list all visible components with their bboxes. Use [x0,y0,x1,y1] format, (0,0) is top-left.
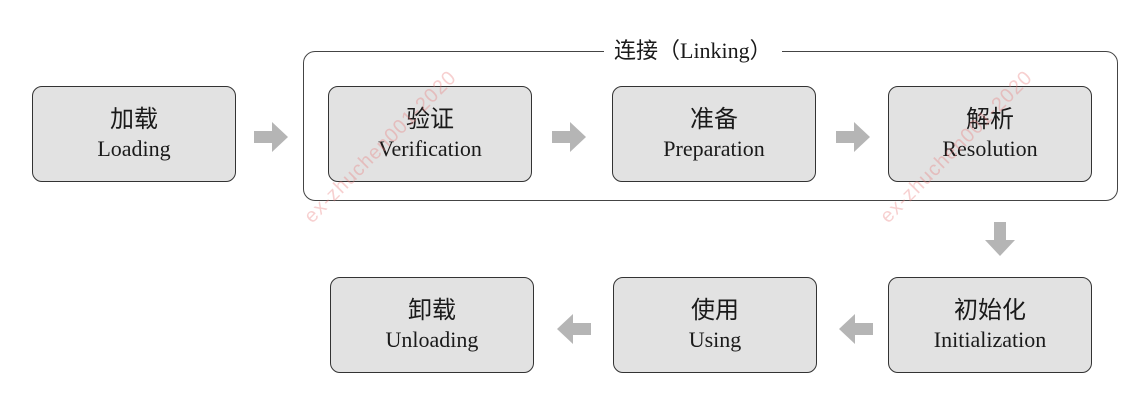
arrow-down-icon [985,222,1015,256]
stage-preparation-en: Preparation [663,136,765,161]
stage-unloading-zh: 卸载 [408,298,456,324]
linking-group-title: 连接（Linking） [604,36,782,66]
stage-resolution-en: Resolution [942,136,1038,161]
stage-using-zh: 使用 [691,298,739,324]
stage-preparation: 准备 Preparation [612,86,816,182]
stage-verification-en: Verification [378,136,482,161]
stage-resolution-zh: 解析 [966,107,1014,133]
stage-loading-zh: 加载 [110,107,158,133]
stage-verification-zh: 验证 [406,107,454,133]
arrow-left-icon [839,314,873,344]
stage-unloading: 卸载 Unloading [330,277,534,373]
stage-loading-en: Loading [97,136,171,161]
stage-unloading-en: Unloading [385,327,479,352]
stage-using-en: Using [688,327,742,352]
stage-preparation-zh: 准备 [690,107,738,133]
arrow-right-icon [254,122,288,152]
stage-resolution: 解析 Resolution [888,86,1092,182]
arrow-right-icon [552,122,586,152]
stage-initialization: 初始化 Initialization [888,277,1092,373]
stage-loading: 加载 Loading [32,86,236,182]
stage-using: 使用 Using [613,277,817,373]
stage-initialization-zh: 初始化 [954,298,1026,324]
arrow-right-icon [836,122,870,152]
arrow-left-icon [557,314,591,344]
stage-initialization-en: Initialization [933,327,1047,352]
stage-verification: 验证 Verification [328,86,532,182]
